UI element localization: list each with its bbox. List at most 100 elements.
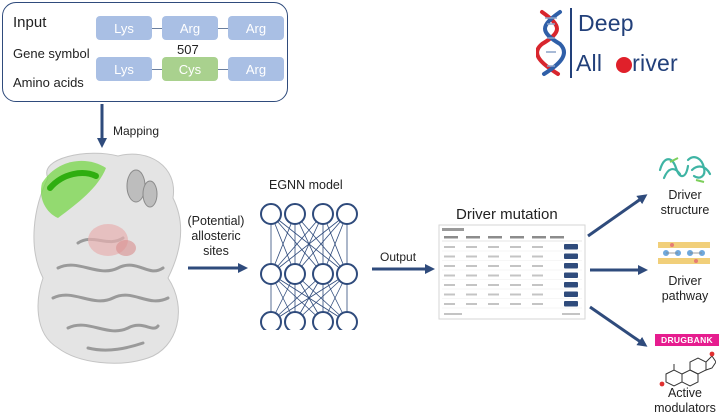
network-edge xyxy=(270,273,348,323)
table-footer-placeholder xyxy=(444,313,462,315)
network-edge xyxy=(294,273,348,323)
logo-word-deep: Deep xyxy=(578,10,634,36)
mutant-residue: Lys xyxy=(96,57,152,81)
table-cell-placeholder xyxy=(444,284,455,286)
table-row-button xyxy=(564,291,578,297)
table-cell-placeholder xyxy=(488,265,499,267)
network-node xyxy=(284,263,306,285)
logo-dots-icon xyxy=(616,56,643,74)
network-node xyxy=(312,203,334,225)
table-cell-placeholder xyxy=(532,284,543,286)
table-row-button xyxy=(564,282,578,288)
amino-acids-label: Amino acids xyxy=(13,75,84,90)
table-cell-placeholder xyxy=(444,265,455,267)
table-cell-placeholder xyxy=(532,255,543,258)
gene-symbol-label: Gene symbol xyxy=(13,46,90,61)
table-cell-placeholder xyxy=(510,284,521,286)
table-cell-placeholder xyxy=(488,274,499,277)
drugbank-badge: DRUGBANK xyxy=(655,334,719,346)
table-cell-placeholder xyxy=(444,303,455,305)
to-modulators-arrow xyxy=(589,305,648,347)
table-row-button xyxy=(564,244,578,250)
table-cell-placeholder xyxy=(488,303,499,305)
egnn-model-title: EGNN model xyxy=(269,178,343,192)
table-header-cell xyxy=(532,236,546,239)
table-cell-placeholder xyxy=(488,284,499,286)
driver-pathway-image xyxy=(658,242,710,264)
table-cell-placeholder xyxy=(466,303,477,305)
network-edge xyxy=(270,213,348,275)
mutant-residue-highlighted: Cys xyxy=(162,57,218,81)
table-row-button xyxy=(564,253,578,259)
mapping-label: Mapping xyxy=(113,124,160,138)
network-node xyxy=(336,263,358,285)
network-node xyxy=(284,203,306,225)
network-node xyxy=(284,311,306,330)
wild-type-residue: Lys xyxy=(96,16,152,40)
protein-structure-image xyxy=(33,152,182,364)
wild-type-residue: Arg xyxy=(228,16,284,40)
wild-type-residue: Arg xyxy=(162,16,218,40)
table-row-button xyxy=(564,272,578,278)
table-pagination-placeholder xyxy=(562,313,580,315)
network-node xyxy=(260,263,282,285)
network-node xyxy=(260,203,282,225)
table-cell-placeholder xyxy=(510,293,521,296)
neural-network-diagram xyxy=(260,203,358,330)
driver-pathway-label: Driver pathway xyxy=(661,274,709,303)
table-cell-placeholder xyxy=(444,246,455,248)
table-row-button xyxy=(564,301,578,307)
table-cell-placeholder xyxy=(444,255,455,258)
table-cell-placeholder xyxy=(532,293,543,296)
network-edge xyxy=(294,213,348,275)
driver-mutation-table-thumbnail xyxy=(438,224,586,320)
table-cell-placeholder xyxy=(444,274,455,277)
dna-helix-icon xyxy=(536,10,566,76)
table-cell-placeholder xyxy=(488,293,499,296)
driver-mutation-title: Driver mutation xyxy=(456,206,558,223)
active-modulators-label: Active modulators xyxy=(654,386,716,415)
output-label: Output xyxy=(380,250,417,264)
table-cell-placeholder xyxy=(532,246,543,248)
table-header-cell xyxy=(488,236,502,239)
logo-divider xyxy=(570,8,572,78)
mutation-position: 507 xyxy=(177,42,199,57)
table-cell-placeholder xyxy=(488,246,499,248)
table-cell-placeholder xyxy=(532,265,543,267)
network-node xyxy=(336,203,358,225)
table-cell-placeholder xyxy=(488,255,499,258)
table-cell-placeholder xyxy=(466,274,477,277)
table-caption-placeholder xyxy=(442,228,464,231)
table-cell-placeholder xyxy=(466,255,477,258)
table-cell-placeholder xyxy=(444,293,455,296)
table-header-cell xyxy=(510,236,524,239)
mutant-residue: Arg xyxy=(228,57,284,81)
table-cell-placeholder xyxy=(466,265,477,267)
table-header-cell xyxy=(550,236,564,239)
table-cell-placeholder xyxy=(466,284,477,286)
network-edge xyxy=(270,273,324,323)
table-cell-placeholder xyxy=(510,274,521,277)
table-cell-placeholder xyxy=(510,246,521,248)
driver-structure-image xyxy=(658,156,712,183)
table-header-cell xyxy=(444,236,458,239)
to-structure-arrow xyxy=(587,194,648,238)
network-node xyxy=(260,311,282,330)
table-cell-placeholder xyxy=(510,265,521,267)
network-node xyxy=(336,311,358,330)
table-cell-placeholder xyxy=(510,303,521,305)
network-edge xyxy=(270,213,324,275)
table-cell-placeholder xyxy=(510,255,521,258)
table-cell-placeholder xyxy=(532,274,543,277)
table-cell-placeholder xyxy=(466,246,477,248)
table-cell-placeholder xyxy=(466,293,477,296)
input-title: Input xyxy=(13,14,47,31)
table-row-button xyxy=(564,263,578,269)
network-node xyxy=(312,263,334,285)
molecule-structure-icon xyxy=(659,351,716,387)
network-node xyxy=(312,311,334,330)
table-cell-placeholder xyxy=(532,303,543,305)
allosteric-sites-label: (Potential) allosteric sites xyxy=(187,214,245,258)
